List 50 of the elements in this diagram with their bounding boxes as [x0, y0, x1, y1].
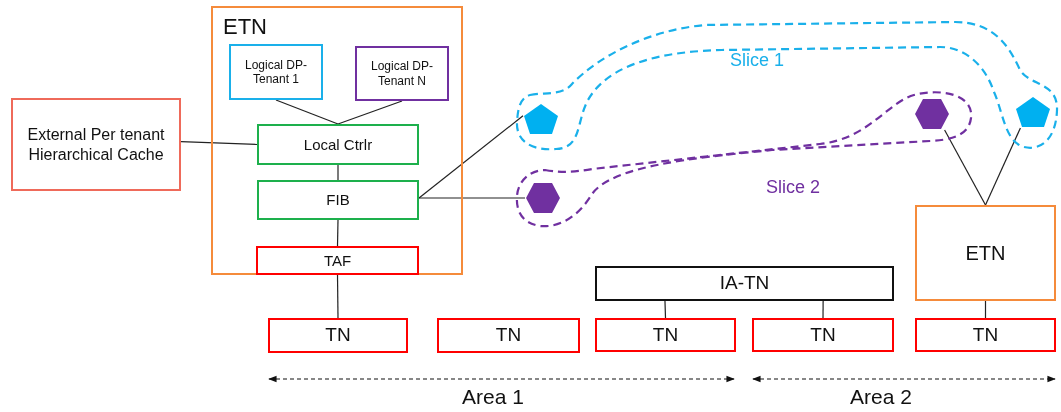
node-label: Local Ctrlr — [303, 135, 373, 154]
node-box — [229, 44, 323, 100]
hexagon-icon — [914, 98, 950, 130]
slice-outline — [514, 18, 1061, 152]
node-box — [355, 46, 449, 101]
node-box — [256, 246, 419, 275]
slice-label: Slice 1 — [730, 50, 785, 72]
connector-line — [418, 115, 524, 199]
pentagon-icon — [523, 103, 559, 135]
node-box — [257, 124, 419, 165]
connector-line — [984, 300, 987, 319]
connector-line — [275, 99, 339, 125]
node-label: FIB — [326, 191, 350, 209]
node-label: TN — [972, 323, 999, 347]
connector-line — [418, 197, 526, 199]
node-label: TN — [495, 324, 522, 347]
node-box — [915, 205, 1056, 301]
slice-label: Slice 2 — [766, 177, 821, 199]
node-box — [11, 98, 181, 191]
node-label: TN — [652, 323, 679, 347]
node-label: External Per tenant Hierarchical Cache — [26, 125, 166, 164]
node-box — [257, 180, 419, 220]
connector-line — [944, 129, 987, 206]
node-label: TN — [810, 323, 836, 347]
node-box — [915, 318, 1056, 352]
node-box — [595, 318, 736, 352]
node-box — [211, 6, 463, 275]
node-box — [595, 266, 894, 301]
area-label: Area 2 — [850, 385, 912, 409]
connector-line — [336, 219, 339, 247]
connector-line — [664, 300, 667, 319]
connector-line — [337, 164, 339, 181]
node-box — [268, 318, 408, 353]
hexagon-icon — [525, 182, 561, 214]
node-label: Logical DP-Tenant 1 — [244, 57, 308, 87]
node-label: TN — [325, 324, 351, 347]
connector-line — [984, 127, 1021, 206]
area-label: Area 1 — [462, 385, 524, 409]
node-label: ETN — [965, 241, 1006, 265]
node-heading: ETN — [223, 14, 267, 41]
connector-line — [822, 300, 824, 319]
pentagon-icon — [1015, 96, 1051, 128]
node-label: TAF — [323, 251, 352, 270]
connector-line — [180, 141, 258, 146]
connector-line — [337, 100, 403, 125]
connector-line — [336, 274, 339, 319]
node-box — [752, 318, 894, 352]
node-box — [437, 318, 580, 353]
node-label: Logical DP-Tenant N — [370, 59, 434, 88]
node-label: IA-TN — [719, 272, 770, 295]
